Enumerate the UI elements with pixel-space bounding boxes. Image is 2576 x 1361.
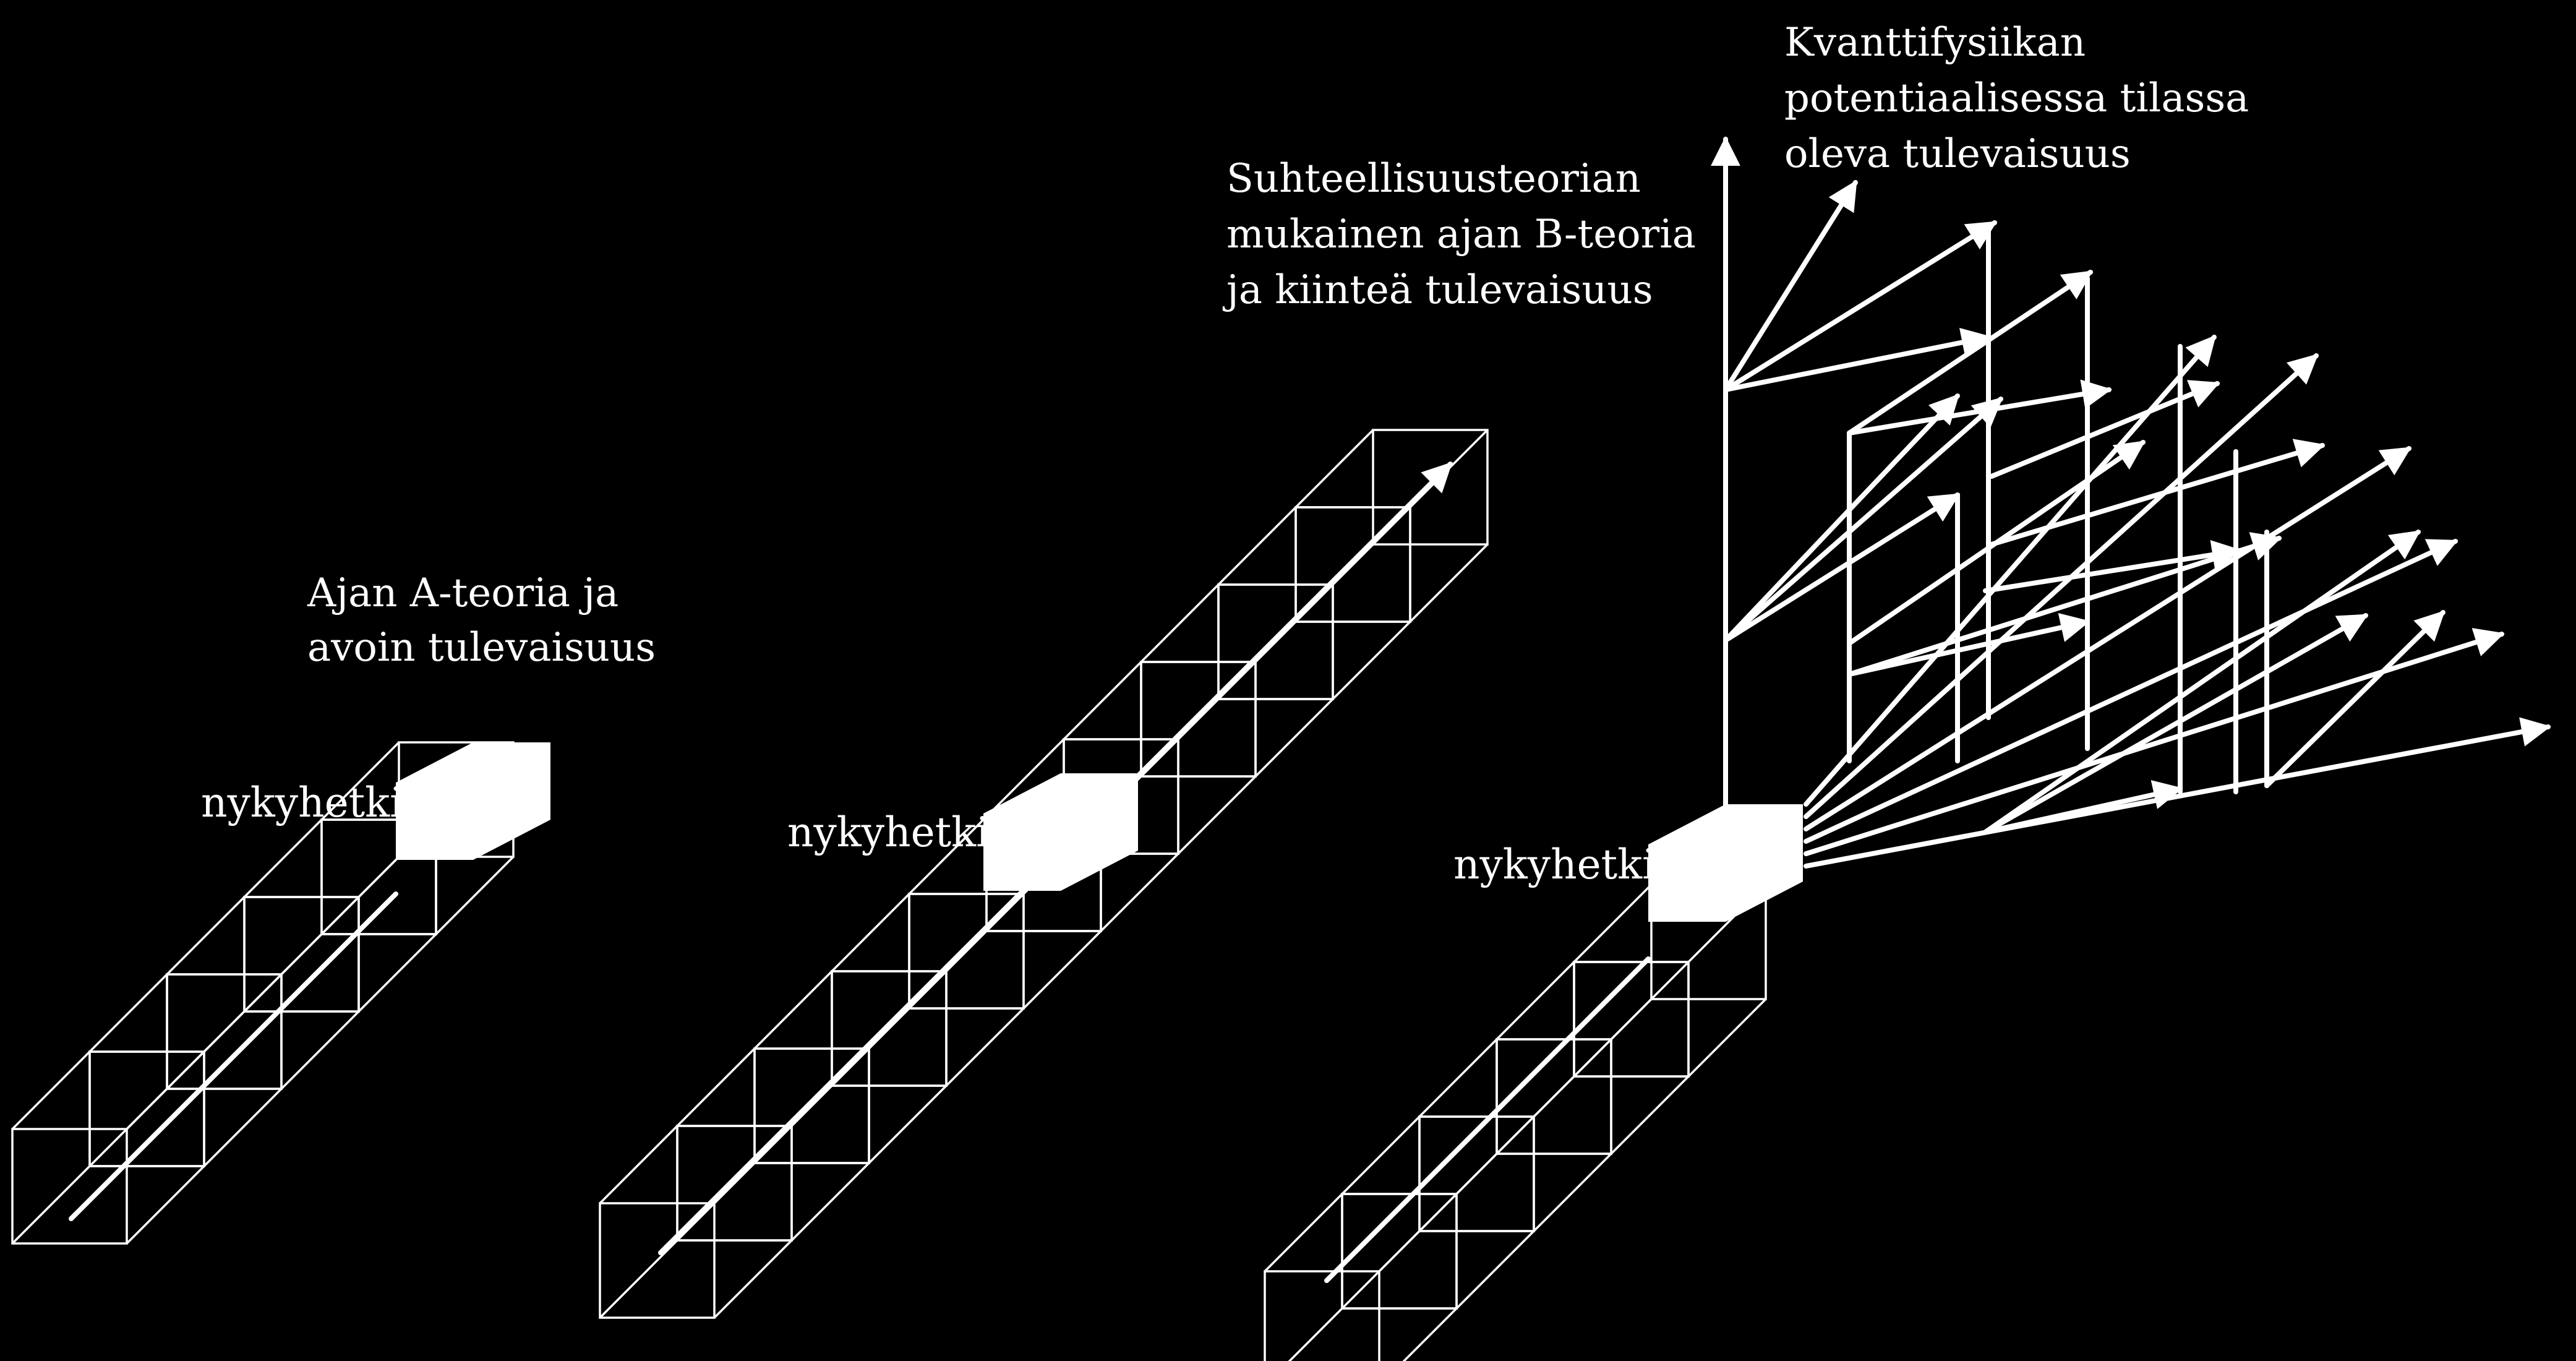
p3-lattice-arrow-12	[1989, 439, 2326, 547]
p2-title-line-3: ja kiinteä tulevaisuus	[1222, 267, 1653, 313]
p2-timeline	[658, 462, 1453, 1255]
p2-now-label: nykyhetki	[787, 809, 989, 856]
p3-lattice-arrow-1	[1723, 492, 1961, 643]
p1-now-label: nykyhetki	[201, 779, 403, 826]
p3-now-label: nykyhetki	[1453, 841, 1655, 888]
p3-lattice-arrow-5	[1723, 397, 2003, 643]
p3-past-cubes	[1264, 883, 1767, 1361]
p2-title-line-1: Suhteellisuusteorian	[1226, 156, 1641, 202]
panel-quantum: nykyhetki Kvanttifysiikan potentiaalises…	[1264, 20, 2551, 1361]
p3-lattice-arrow-7	[1847, 532, 2282, 677]
p1-title: Ajan A-teoria ja avoin tulevaisuus	[307, 570, 656, 671]
p2-present-cube	[983, 773, 1138, 891]
p3-lattice-arrow-8	[1983, 613, 2369, 835]
p3-title-line-3: oleva tulevaisuus	[1784, 131, 2131, 177]
p3-lattice-arrow-14	[1847, 379, 2112, 436]
p3-present-cube	[1648, 804, 1803, 922]
p3-cube-5	[1573, 883, 1767, 1078]
p2-title: Suhteellisuusteorian mukainen ajan B-teo…	[1222, 156, 1708, 313]
p3-title-line-1: Kvanttifysiikan	[1784, 20, 2086, 66]
p1-timeline-line	[69, 891, 398, 1221]
p3-lattice-arrow-16	[1847, 612, 2090, 677]
p3-timeline	[1324, 956, 1651, 1283]
p3-lattice-arrow-13	[1723, 327, 1992, 392]
p1-title-line-2: avoin tulevaisuus	[307, 625, 656, 671]
p3-lattice-arrow-2	[1723, 393, 1960, 643]
p3-lattice-arrow-17	[1983, 779, 2183, 835]
p3-title: Kvanttifysiikan potentiaalisessa tilassa…	[1784, 20, 2262, 177]
p3-lattice-arrow-4	[1723, 179, 1858, 392]
p3-lattice-ray-4	[1804, 446, 2412, 831]
p3-timeline-line	[1324, 956, 1651, 1283]
p2-cubes	[599, 429, 1489, 1319]
p3-title-line-2: potentiaalisessa tilassa	[1784, 75, 2249, 121]
p1-timeline	[69, 891, 398, 1221]
p3-lattice-ray-5	[1804, 353, 2319, 819]
p3-lattice-arrow-18	[2264, 610, 2445, 788]
panel-a-theory: nykyhetki Ajan A-teoria ja avoin tulevai…	[11, 570, 656, 1245]
p2-title-line-2: mukainen ajan B-teoria	[1226, 212, 1696, 257]
p1-present-cube	[396, 742, 550, 860]
p3-future-lattice	[1711, 136, 2551, 869]
p3-lattice-arrow-15	[1983, 540, 2242, 593]
p3-lattice-arrow-3	[1723, 220, 1998, 392]
p2-timeline-arrow	[658, 462, 1453, 1255]
panel-b-theory: nykyhetki Suhteellisuusteorian mukainen …	[599, 156, 1708, 1319]
p3-lattice-ray-3	[1804, 539, 2458, 844]
p3-lattice-arrow-9	[1983, 530, 2421, 835]
p1-title-line-1: Ajan A-teoria ja	[307, 570, 618, 616]
